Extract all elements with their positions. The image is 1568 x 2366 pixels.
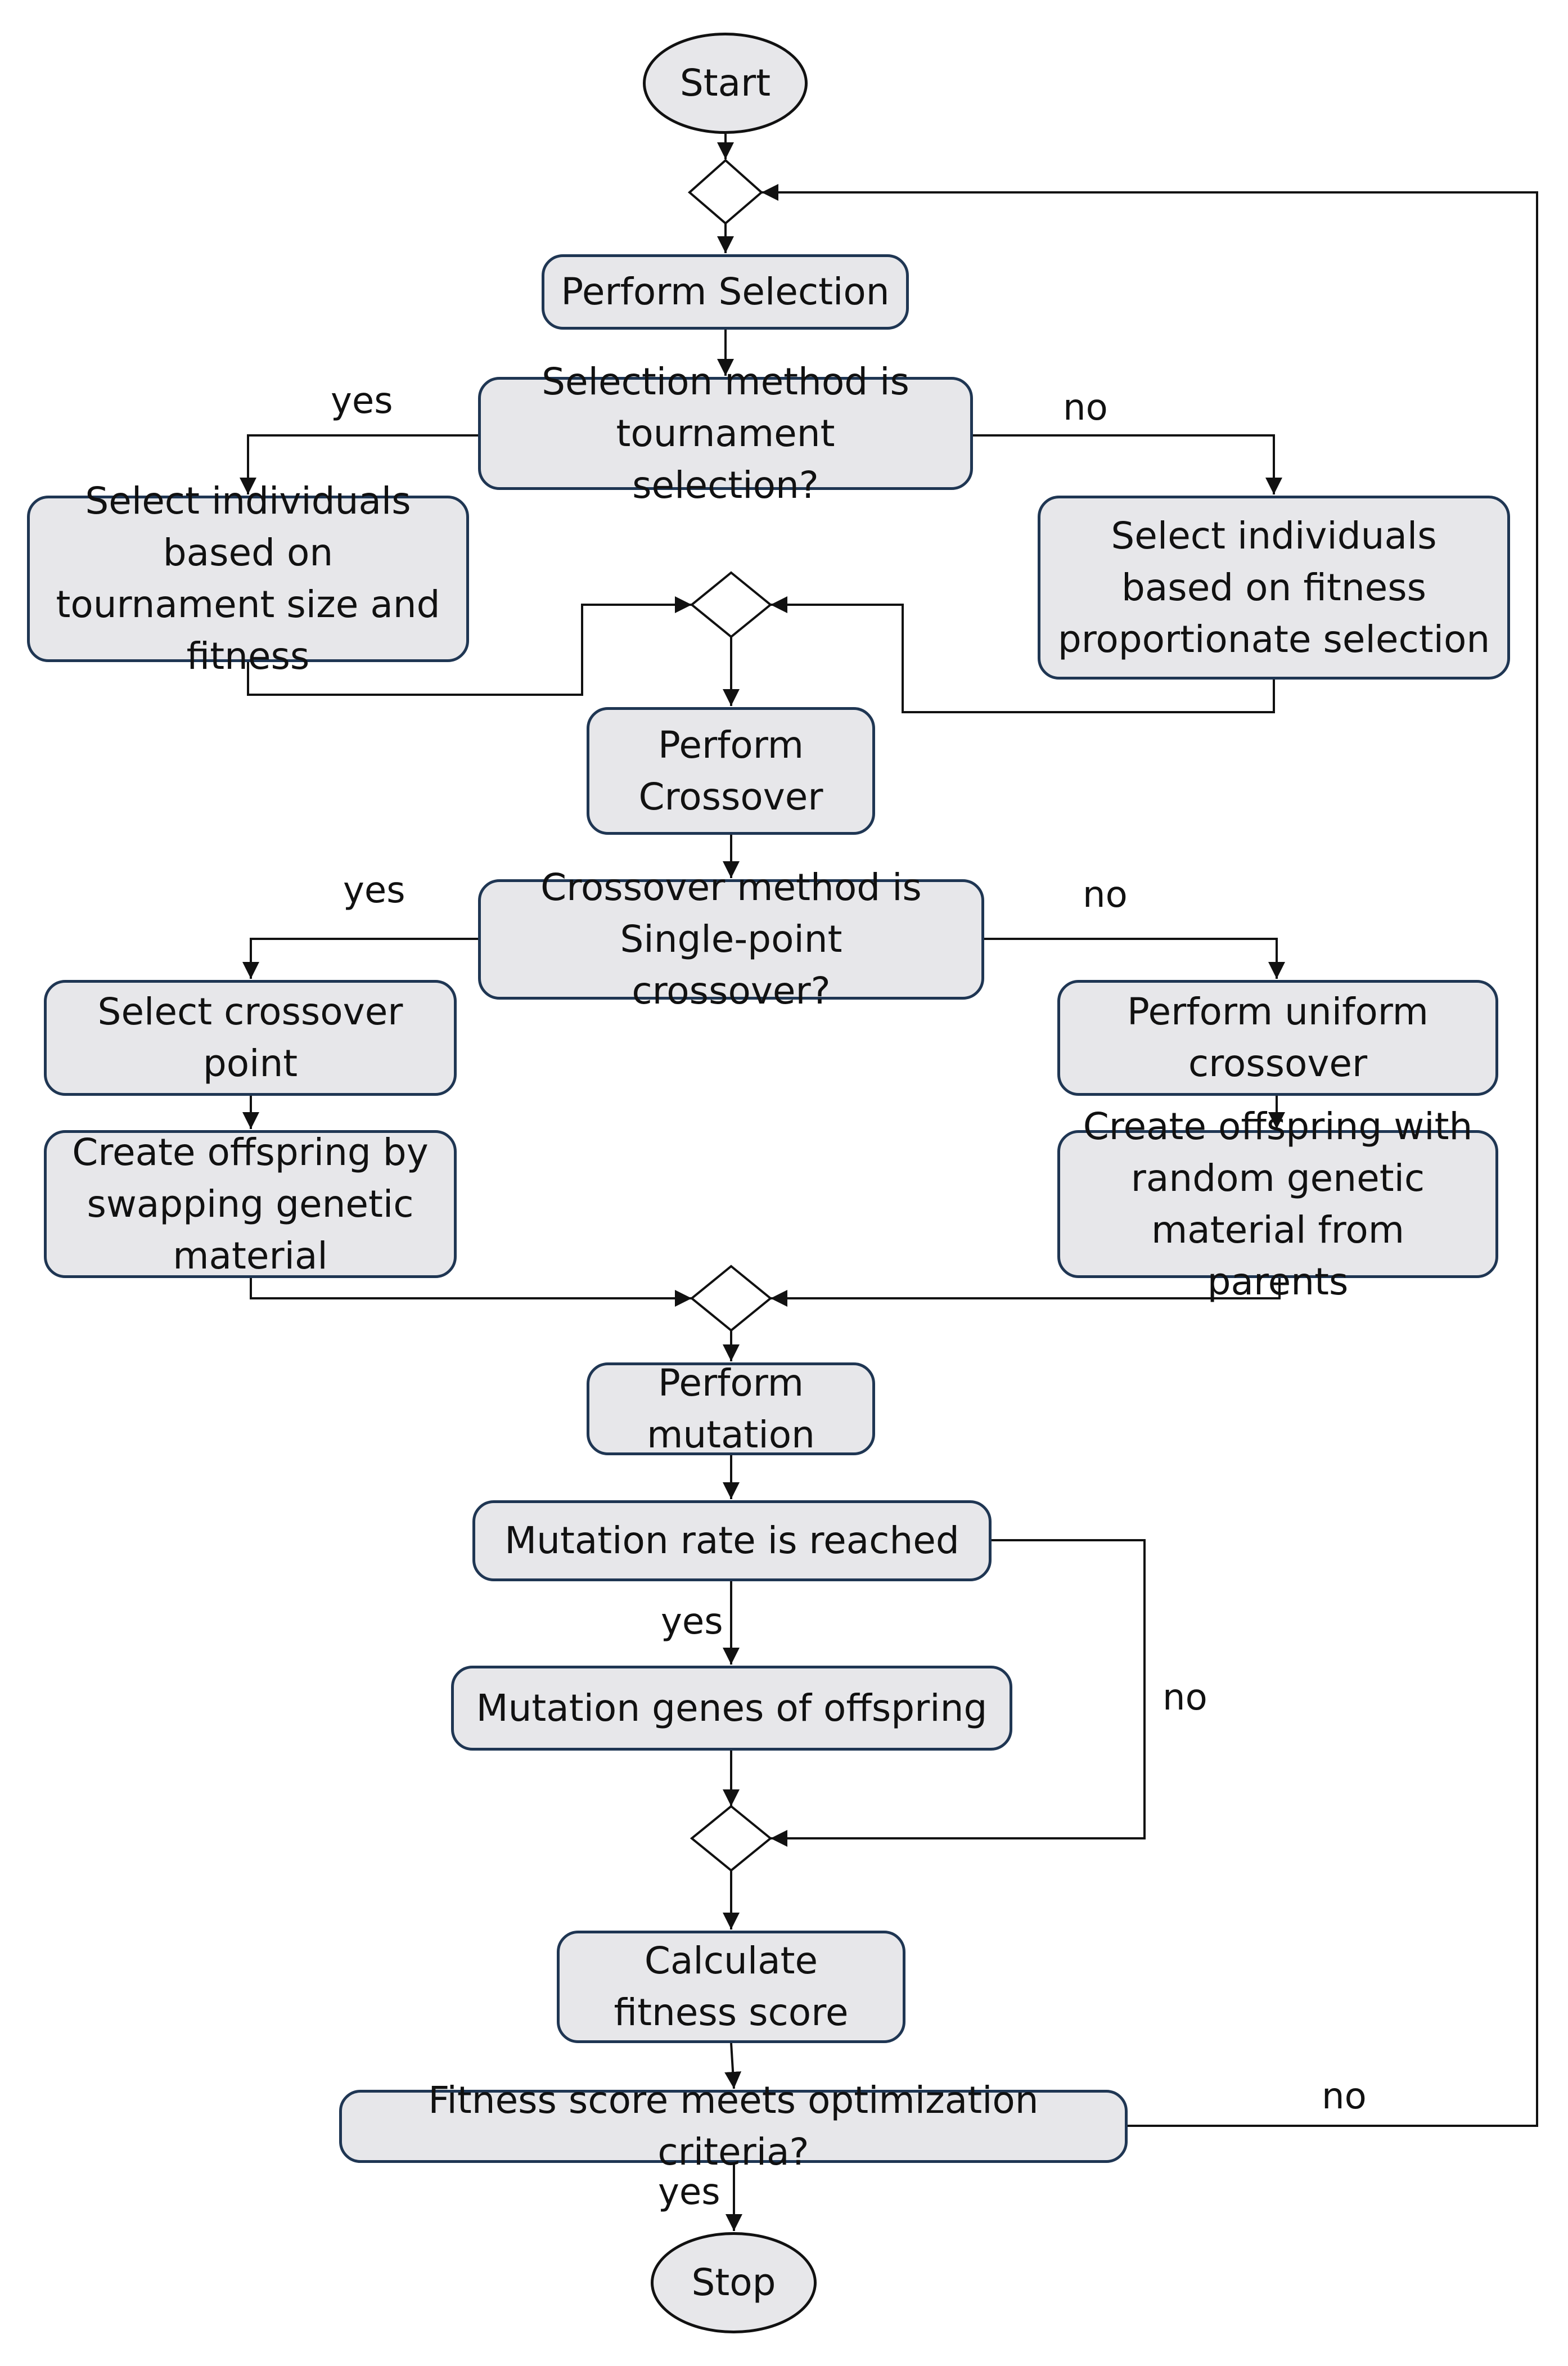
merge-diamond-1 — [687, 159, 764, 225]
edge-swap-merge — [250, 1278, 692, 1307]
selection-no-label: no — [1063, 387, 1108, 429]
fitness-proportionate-box: Select individuals based on fitness prop… — [1038, 496, 1510, 680]
edge-criteria-loop — [762, 184, 1538, 2127]
edge-rate-merge — [771, 1539, 1146, 1847]
mutation-rate-text: Mutation rate is reached — [504, 1519, 959, 1562]
crossover-yes-label: yes — [343, 870, 405, 911]
mutation-genes-box: Mutation genes of offspring — [451, 1666, 1012, 1751]
merge-diamond-4 — [690, 1805, 773, 1872]
start-terminal: Start — [643, 33, 808, 134]
stop-text: Stop — [691, 2261, 776, 2304]
select-crossover-point-box: Select crossover point — [44, 980, 457, 1096]
edge-decision-tournament — [240, 434, 478, 494]
merge-diamond-2 — [690, 571, 773, 638]
tournament-selection-box: Select individuals based on tournament s… — [27, 479, 469, 678]
crossover-no-label: no — [1083, 874, 1128, 916]
perform-crossover-text: Perform Crossover — [638, 723, 823, 818]
uniform-crossover-box: Perform uniform crossover — [1057, 980, 1498, 1096]
perform-crossover-box: Perform Crossover — [587, 707, 875, 835]
perform-mutation-box: Perform mutation — [587, 1361, 875, 1456]
calculate-fitness-box: Calculate fitness score — [557, 1931, 905, 2043]
create-offspring-swap-text: Create offspring by swapping genetic mat… — [72, 1130, 429, 1278]
edge-decision-proportionate — [973, 434, 1282, 494]
select-crossover-point-text: Select crossover point — [97, 990, 403, 1085]
selection-method-text: Selection method is tournament selection… — [542, 359, 909, 507]
edge-fitness-criteria — [724, 2043, 742, 2089]
stop-terminal: Stop — [651, 2232, 817, 2333]
fitness-criteria-text: Fitness score meets optimization criteri… — [428, 2079, 1039, 2174]
crossover-method-text: Crossover method is Single-point crossov… — [540, 866, 922, 1013]
mutation-rate-box: Mutation rate is reached — [472, 1500, 992, 1581]
create-offspring-random-box: Create offspring with random genetic mat… — [1057, 1105, 1498, 1303]
merge-diamond-3 — [690, 1265, 773, 1332]
uniform-crossover-text: Perform uniform crossover — [1127, 990, 1429, 1085]
selection-method-decision: Selection method is tournament selection… — [478, 360, 973, 507]
perform-selection-text: Perform Selection — [561, 270, 890, 313]
criteria-no-label: no — [1322, 2076, 1367, 2117]
perform-mutation-text: Perform mutation — [647, 1361, 815, 1456]
edge-tournament-merge — [247, 596, 692, 696]
fitness-proportionate-text: Select individuals based on fitness prop… — [1057, 514, 1490, 661]
crossover-method-decision: Crossover method is Single-point crossov… — [478, 866, 984, 1013]
create-offspring-random-text: Create offspring with random genetic mat… — [1083, 1104, 1473, 1303]
start-text: Start — [679, 61, 771, 105]
mutation-yes-label: yes — [661, 1601, 723, 1643]
perform-selection-box: Perform Selection — [542, 254, 909, 330]
mutation-no-label: no — [1163, 1677, 1207, 1719]
edge-proportionate-merge — [771, 596, 1275, 713]
selection-yes-label: yes — [331, 380, 393, 422]
create-offspring-swap-box: Create offspring by swapping genetic mat… — [44, 1130, 457, 1278]
edge-random-merge — [771, 1278, 1281, 1307]
tournament-selection-text: Select individuals based on tournament s… — [56, 479, 440, 678]
criteria-yes-label: yes — [658, 2171, 720, 2213]
mutation-genes-text: Mutation genes of offspring — [476, 1686, 988, 1730]
edge-cdecision-point — [242, 938, 478, 979]
fitness-criteria-box: Fitness score meets optimization criteri… — [339, 2079, 1128, 2174]
edge-cdecision-uniform — [984, 938, 1285, 979]
calculate-fitness-text: Calculate fitness score — [614, 1939, 849, 2034]
